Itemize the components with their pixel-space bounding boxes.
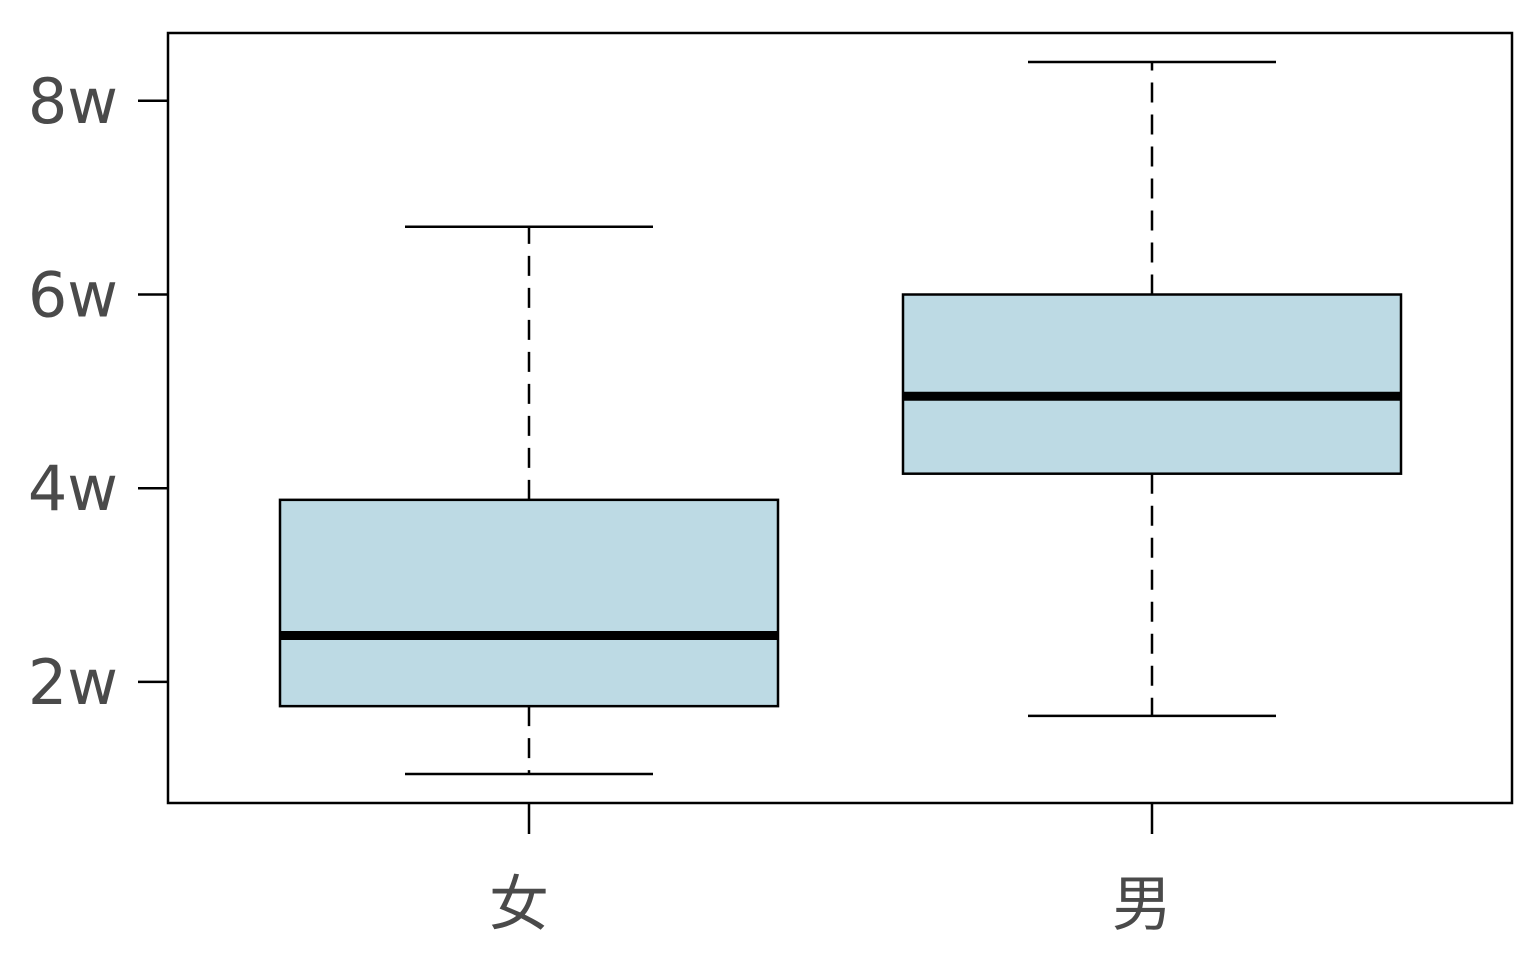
box-group-2	[901, 60, 1403, 718]
axis-layer: 2w 4w 6w 8w 女 男	[28, 65, 1172, 940]
y-tick-label: 4w	[28, 452, 118, 525]
y-tick-label: 2w	[28, 646, 118, 719]
y-tick-label: 8w	[28, 65, 118, 138]
y-tick-label: 6w	[28, 259, 118, 332]
plot-frame	[166, 31, 1514, 805]
iqr-box	[278, 498, 780, 708]
x-category-label: 男	[1112, 870, 1172, 940]
box-group-1	[278, 225, 780, 776]
x-category-label: 女	[489, 870, 549, 940]
iqr-box	[901, 293, 1403, 475]
plot-layer	[278, 60, 1403, 776]
